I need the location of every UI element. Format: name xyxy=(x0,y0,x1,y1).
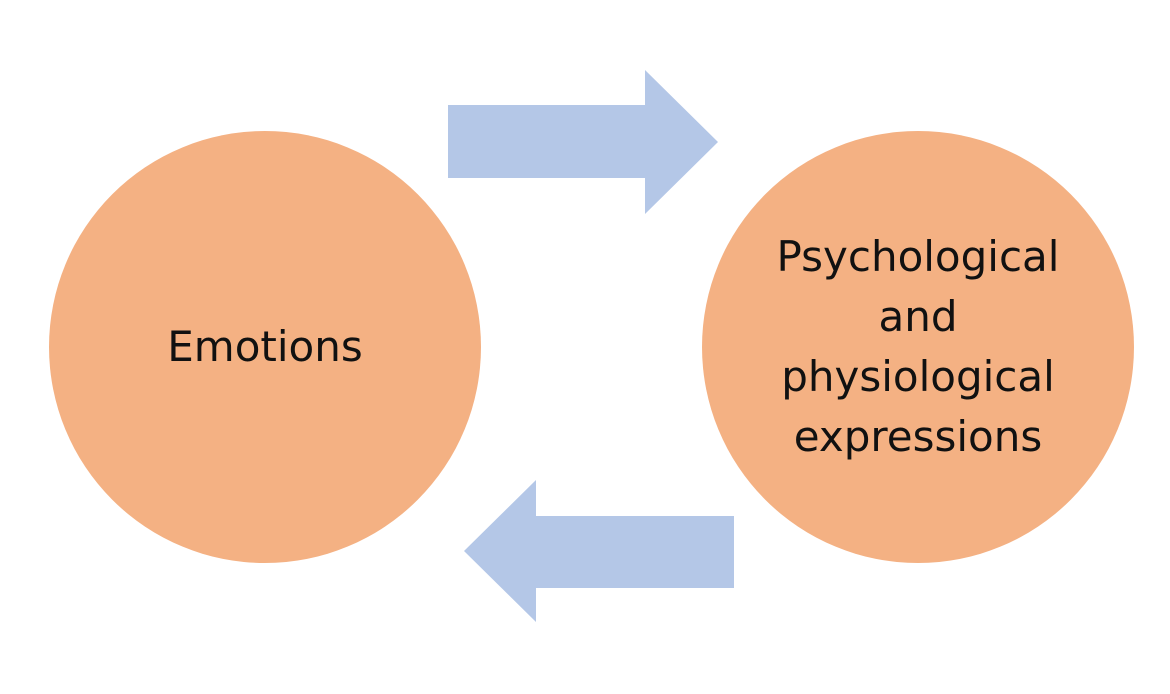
arrow-expressions-to-emotions xyxy=(464,480,734,622)
node-emotions: Emotions xyxy=(49,131,481,563)
node-expressions: Psychological and physiological expressi… xyxy=(702,131,1134,563)
node-expressions-label: Psychological and physiological expressi… xyxy=(776,232,1060,461)
arrow-emotions-to-expressions xyxy=(448,70,718,214)
node-emotions-label: Emotions xyxy=(167,322,363,371)
